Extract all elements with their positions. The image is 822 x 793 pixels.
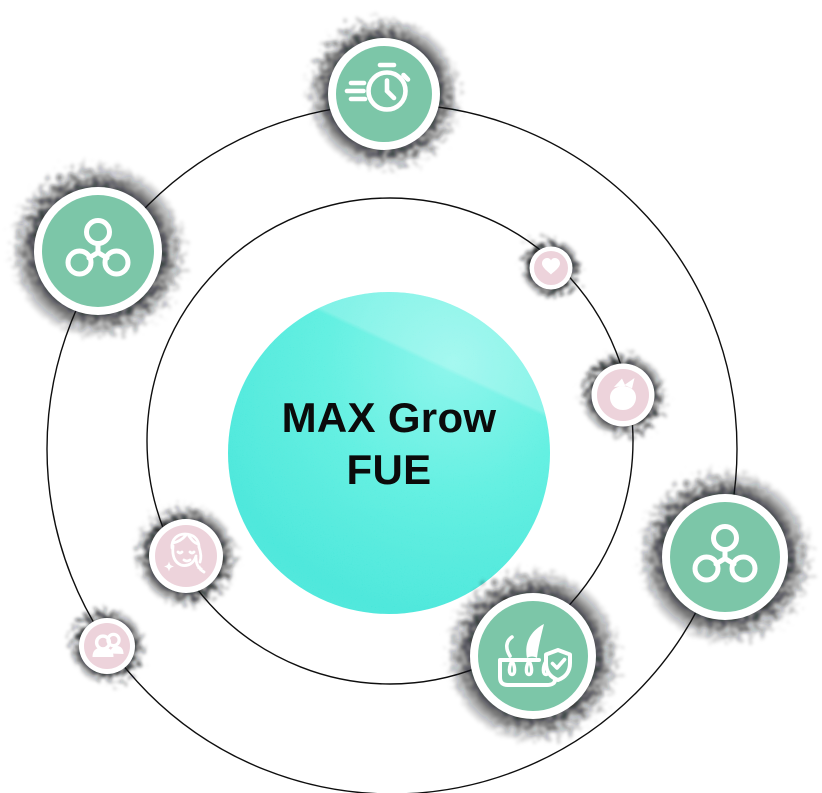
molecule-icon: [692, 524, 758, 583]
heart-icon: [542, 258, 560, 275]
center-title-line1: MAX Grow: [281, 394, 497, 441]
rose-icon: [610, 378, 636, 410]
badge-heart: [505, 222, 597, 314]
center-circle: MAX Grow FUE: [228, 292, 550, 614]
badge-face: [336, 46, 432, 142]
hair-follicle-shield-icon: [498, 624, 572, 687]
badge-face: [122, 492, 250, 620]
badge-stopwatch: [294, 4, 474, 184]
badge-people: [57, 596, 157, 696]
inner-orbit-ring: [146, 197, 634, 685]
people-icon: [92, 632, 124, 657]
center-circle-grain: [228, 292, 550, 614]
badge-molecule-left: [0, 153, 196, 349]
badge-rose: [565, 337, 681, 453]
center-title-line2: FUE: [346, 446, 432, 493]
molecule-icon: [65, 218, 131, 277]
badge-hair-follicle: [436, 559, 630, 753]
center-title: MAX Grow FUE: [228, 292, 550, 605]
badge-molecule-right: [628, 460, 822, 654]
female-face-sparkles-icon: [164, 532, 206, 574]
stopwatch-icon: [344, 62, 411, 112]
